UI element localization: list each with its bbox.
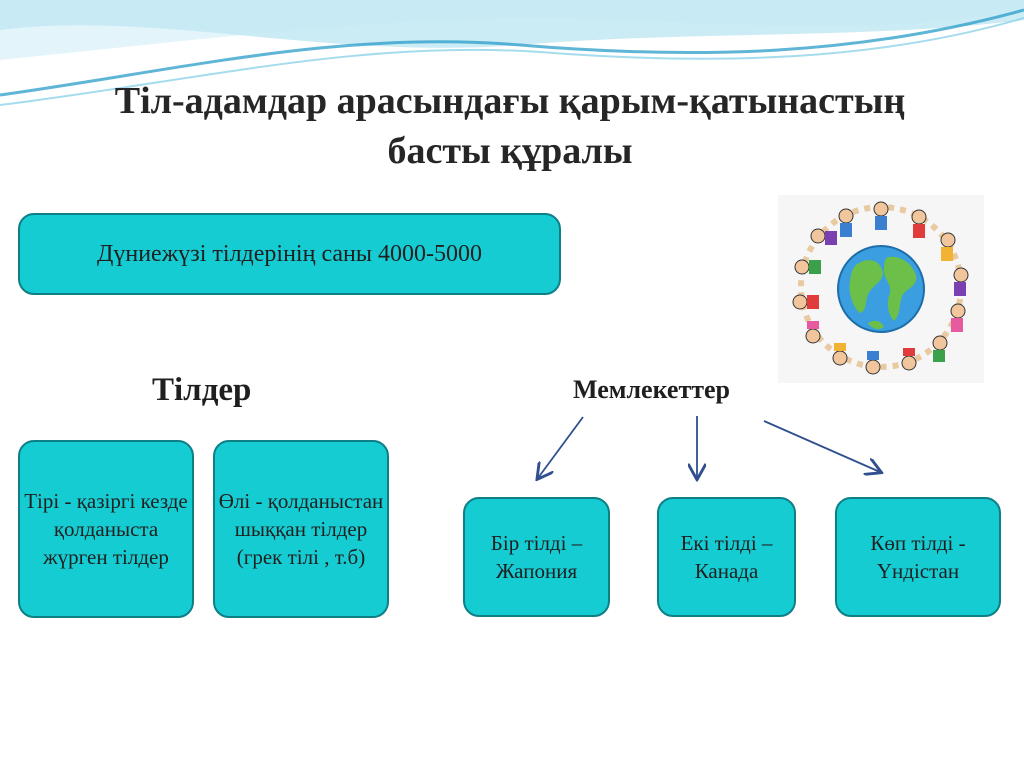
one-language-box: Бір тілді – Жапония <box>463 497 610 617</box>
arrow-to-many-languages <box>764 421 880 472</box>
arrow-to-one-language <box>538 417 583 478</box>
globe-icon <box>838 246 924 332</box>
globe-children-image <box>778 195 984 383</box>
many-languages-box: Көп тілді - Үндістан <box>835 497 1001 617</box>
two-languages-box: Екі тілді – Канада <box>657 497 796 617</box>
